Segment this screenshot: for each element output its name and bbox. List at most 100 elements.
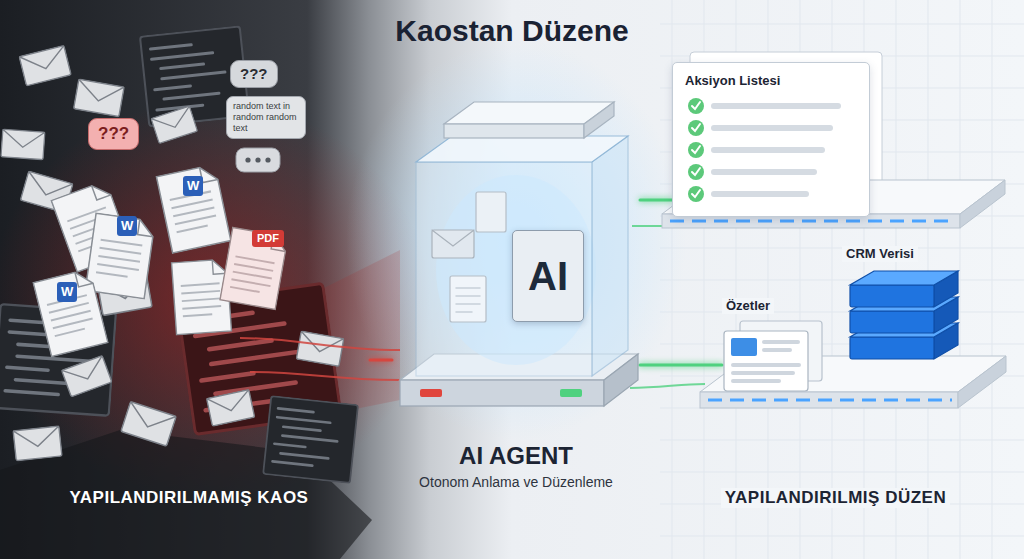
caption-group: AI AGENT Otonom Anlama ve Düzenleme xyxy=(392,442,640,491)
summary-panel: Özetler xyxy=(722,296,826,393)
check-mark xyxy=(692,124,700,131)
db-top xyxy=(850,271,958,285)
list-line xyxy=(711,191,809,197)
glass-top xyxy=(416,136,628,162)
document xyxy=(33,269,108,357)
summary-line xyxy=(762,348,792,352)
lid-front xyxy=(444,124,584,138)
status-light xyxy=(420,389,442,397)
icon-text: W xyxy=(187,178,199,194)
crm-database: CRM Verisi xyxy=(842,244,966,363)
check-circle xyxy=(688,164,704,180)
typing-dot xyxy=(245,157,250,162)
platform-side xyxy=(960,180,1005,228)
icon-text: W xyxy=(61,284,73,300)
action-list-doc-art xyxy=(685,94,857,206)
check-circle xyxy=(688,186,704,202)
platform-front xyxy=(700,392,958,408)
envelope xyxy=(121,402,176,447)
doc-title: Aksiyon Listesi xyxy=(685,73,857,89)
speech-bubble: random text in random random text xyxy=(226,96,306,139)
platform-side xyxy=(958,356,1006,408)
check-mark xyxy=(692,102,700,109)
typing-dot xyxy=(255,157,260,162)
summary-line xyxy=(731,371,795,375)
green-wire xyxy=(630,384,705,388)
summary-line xyxy=(762,340,800,344)
summary-line xyxy=(731,363,801,367)
summary-line xyxy=(731,379,781,383)
section-label: YAPILANDIRILMIŞ DÜZEN xyxy=(721,488,950,508)
connector-line xyxy=(640,364,722,367)
file-icon: PDF xyxy=(252,230,284,247)
bubble-text: random text in random random text xyxy=(233,101,299,134)
check-mark xyxy=(692,168,700,175)
summary-card xyxy=(724,331,808,391)
envelope xyxy=(62,356,112,397)
bubble-text: ??? xyxy=(240,65,268,83)
diagram-title: Kaostan Düzene xyxy=(0,14,1024,48)
platform-lights xyxy=(708,399,952,402)
document xyxy=(85,213,155,298)
crm-database-art xyxy=(842,267,966,363)
list-line xyxy=(711,147,825,153)
list-line xyxy=(711,125,833,131)
file-icon: W xyxy=(117,216,137,236)
db-front xyxy=(850,337,934,359)
list-line xyxy=(711,103,841,109)
panel-title: Özetler xyxy=(722,298,774,314)
chaos-region: ??? random text in random random text??? W… xyxy=(8,50,370,520)
ai-agent-box: AI AI AGENT Otonom Anlama ve Düzenleme xyxy=(392,80,640,495)
red-wire xyxy=(250,372,400,380)
check-circle xyxy=(688,142,704,158)
code-screen xyxy=(263,396,358,483)
speech-bubble: ??? xyxy=(88,118,139,150)
order-region: Aksiyon ListesiÖzetler CRM VerisiYAPILAND… xyxy=(655,50,1016,520)
platform-lights xyxy=(670,220,955,223)
red-wire xyxy=(240,338,400,350)
agent-subtitle: Otonom Anlama ve Düzenleme xyxy=(392,474,640,491)
envelope xyxy=(1,129,45,159)
base-front xyxy=(400,380,604,406)
glass-front xyxy=(416,162,592,376)
database-title: CRM Verisi xyxy=(842,246,918,262)
icon-text: PDF xyxy=(257,232,279,245)
envelope xyxy=(207,390,255,426)
background-grid xyxy=(660,0,1024,559)
document xyxy=(220,227,288,309)
file-icon: W xyxy=(183,176,203,196)
check-circle xyxy=(688,120,704,136)
status-light xyxy=(560,389,582,397)
green-wire xyxy=(632,225,664,227)
envelope xyxy=(19,46,71,86)
typing-dot xyxy=(265,157,270,162)
caption-group: YAPILANDIRILMAMIŞ KAOS xyxy=(8,488,370,508)
check-mark xyxy=(692,146,700,153)
connector-line xyxy=(370,359,392,362)
envelope xyxy=(296,331,343,366)
lid-side xyxy=(584,102,614,138)
speech-bubble: ??? xyxy=(230,60,278,88)
db-front xyxy=(850,285,934,307)
summary-panel-art xyxy=(722,319,826,393)
check-circle xyxy=(688,98,704,114)
ai-label: AI xyxy=(528,252,568,300)
ai-card: AI xyxy=(512,230,584,322)
section-label: YAPILANDIRILMAMIŞ KAOS xyxy=(8,488,370,508)
file-icon: W xyxy=(57,282,77,302)
envelope xyxy=(13,426,62,461)
typing-bubble xyxy=(236,148,280,172)
glass-side xyxy=(592,136,628,376)
envelope xyxy=(74,79,125,117)
list-line xyxy=(711,169,817,175)
action-list-doc: Aksiyon Listesi xyxy=(672,62,870,217)
envelope xyxy=(151,106,197,143)
bubble-text: ??? xyxy=(98,124,129,144)
connector-line xyxy=(640,199,672,202)
caption-group: YAPILANDIRILMIŞ DÜZEN xyxy=(655,488,1016,508)
agent-title: AI AGENT xyxy=(392,442,640,471)
check-mark xyxy=(692,190,700,197)
document xyxy=(156,164,230,253)
